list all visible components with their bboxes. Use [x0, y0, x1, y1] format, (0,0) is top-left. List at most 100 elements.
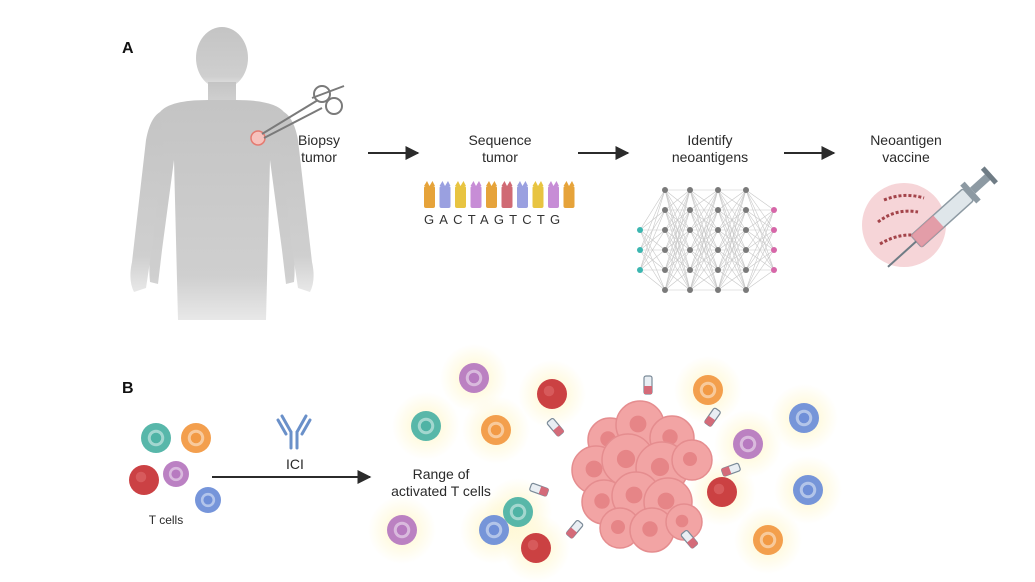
nn-node — [743, 187, 749, 193]
nn-edge — [717, 269, 747, 291]
t-cells-label: T cells — [148, 513, 184, 527]
nn-node — [637, 247, 643, 253]
nn-node — [715, 287, 721, 293]
dna-sequence-bars — [424, 181, 575, 208]
nn-edge — [689, 189, 719, 291]
t-cell-core — [150, 432, 162, 444]
nn-node — [637, 227, 643, 233]
nn-node — [687, 207, 693, 213]
dna-bar-tip — [439, 181, 451, 186]
vial-fill — [704, 415, 716, 427]
nn-edge — [639, 249, 666, 271]
nn-node — [662, 267, 668, 273]
step-sequence-tumor: Sequence tumor — [440, 132, 560, 166]
t-cell-core — [798, 412, 810, 424]
nn-edge — [689, 189, 719, 231]
step-vaccine-label: Neoantigen vaccine — [870, 132, 942, 165]
antibody-icon — [276, 414, 312, 450]
neural-network-icon — [637, 187, 777, 293]
t-cell-core — [468, 372, 480, 384]
nn-edge — [664, 229, 691, 291]
nn-edge — [664, 189, 691, 291]
nn-edge — [717, 189, 747, 231]
nn-node — [771, 267, 777, 273]
antibody-vial-icon — [721, 462, 741, 477]
nn-edge — [745, 189, 775, 211]
dna-bar — [548, 186, 559, 208]
nn-edge — [689, 249, 719, 291]
nn-edge — [717, 249, 747, 291]
nn-node — [662, 227, 668, 233]
nn-node — [687, 227, 693, 233]
nn-edge — [717, 189, 747, 271]
step-neoantigen-vaccine: Neoantigen vaccine — [846, 132, 966, 166]
nn-node — [662, 187, 668, 193]
dna-bar-tip — [455, 181, 466, 186]
t-cell-group — [129, 363, 823, 563]
nn-node — [743, 247, 749, 253]
t-cell-core — [742, 438, 754, 450]
nn-edge — [664, 269, 691, 291]
dna-bar — [424, 186, 435, 208]
tumor-nucleus — [594, 493, 610, 509]
nn-edge — [639, 189, 666, 231]
step-identify-label: Identify neoantigens — [671, 132, 749, 165]
nn-edge — [664, 189, 691, 271]
dna-bar — [563, 186, 575, 208]
step-sequence-label: Sequence tumor — [468, 132, 532, 165]
tumor-nucleus — [585, 460, 603, 478]
human-silhouette-icon — [130, 27, 314, 320]
t-cell-core — [488, 524, 500, 536]
nn-edge — [689, 189, 719, 271]
nn-node — [715, 267, 721, 273]
vial-fill — [552, 425, 565, 437]
t-cell-core — [702, 384, 714, 396]
antibody-vial-icon — [529, 482, 549, 497]
vial-fill — [721, 466, 732, 477]
vial-fill — [565, 527, 578, 539]
nn-node — [743, 227, 749, 233]
nn-edge — [717, 189, 747, 211]
nn-edge — [689, 269, 719, 291]
dna-bar — [501, 186, 513, 208]
nn-edge — [745, 209, 775, 231]
nn-node — [715, 187, 721, 193]
tumor-nucleus — [657, 492, 675, 510]
ici-label: ICI — [286, 456, 304, 472]
antibody-vial-icon — [680, 529, 699, 549]
nn-edge — [639, 229, 666, 271]
nn-edge — [717, 189, 747, 251]
nn-node — [687, 267, 693, 273]
nn-edge — [717, 229, 747, 291]
nn-edge — [639, 189, 666, 251]
nn-edge — [689, 189, 719, 251]
nn-edge — [664, 209, 691, 291]
nn-edge — [664, 189, 691, 211]
dna-bar — [532, 186, 544, 208]
t-cell-core — [203, 495, 213, 505]
nn-node — [687, 247, 693, 253]
step-biopsy-tumor: Biopsy tumor — [284, 132, 354, 166]
nn-node — [687, 187, 693, 193]
nn-node — [771, 207, 777, 213]
t-cell-core — [490, 424, 502, 436]
vial-fill — [686, 537, 699, 549]
antibody-vials — [529, 375, 741, 549]
nn-edge — [745, 209, 775, 251]
tumor-nucleus — [650, 457, 670, 477]
dna-bar-tip — [517, 181, 528, 186]
dna-bar — [439, 186, 451, 208]
antibody-vial-icon — [704, 407, 721, 427]
nn-edge — [664, 249, 691, 291]
tumor-nucleus — [675, 514, 689, 528]
tumor-nucleus — [662, 429, 678, 445]
panel-b-label: B — [122, 380, 134, 397]
dna-bar-tip — [501, 181, 513, 186]
antibody-vial-icon — [565, 519, 584, 539]
nn-edge — [717, 189, 747, 291]
nn-edge — [745, 209, 775, 291]
antibody-vial-icon — [546, 417, 565, 437]
t-cell-shine — [713, 483, 725, 495]
dna-bar — [455, 186, 466, 208]
dna-bar-tip — [548, 181, 559, 186]
